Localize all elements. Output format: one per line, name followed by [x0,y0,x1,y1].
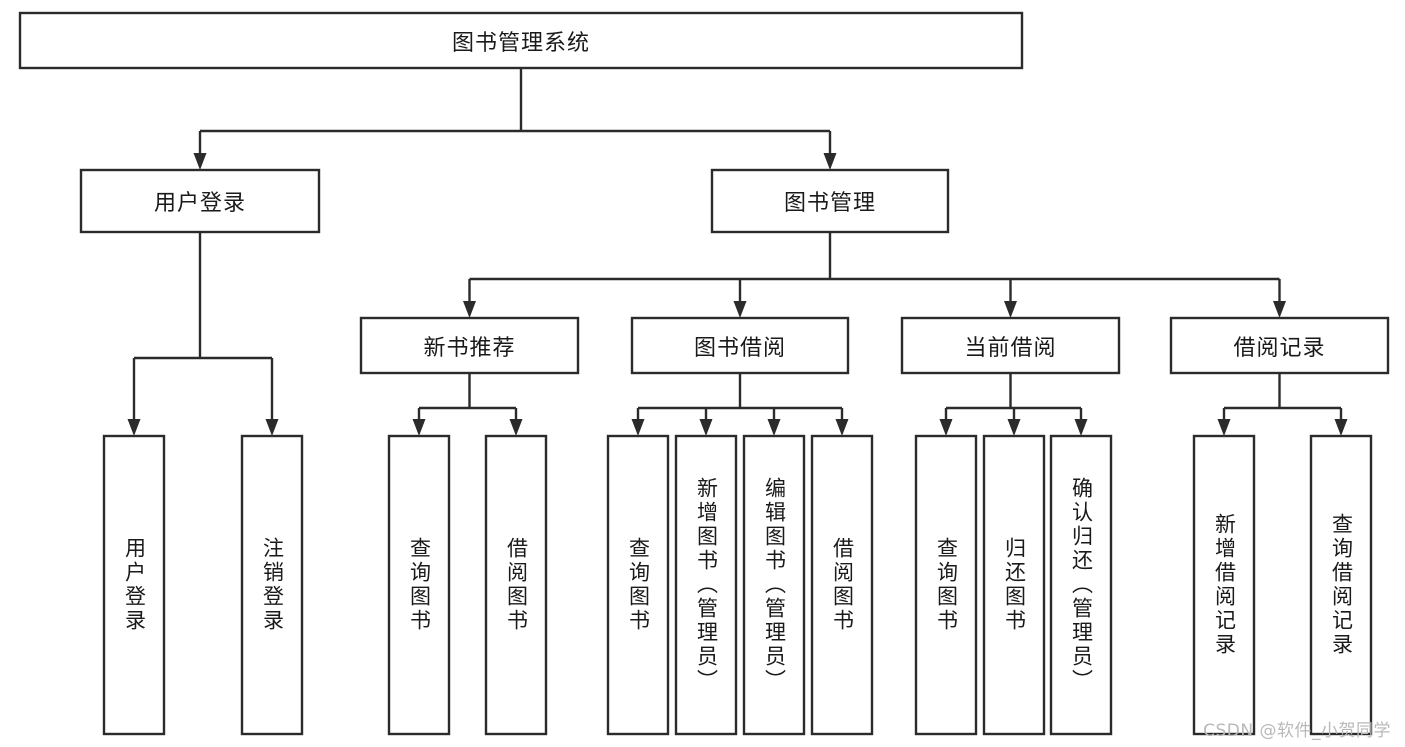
node-box-l2_0[interactable] [79,168,321,234]
node-box-leaf_10[interactable] [1049,434,1113,736]
node-box-l3_1[interactable] [630,316,850,375]
edge-arrow-head [509,419,523,436]
edge-arrow-head [1273,301,1286,318]
node-box-l3_3[interactable] [1169,316,1390,375]
node-box-l3_0[interactable] [359,316,580,375]
edges-layer [127,68,1348,436]
edge-arrow-head [1004,301,1017,318]
node-box-leaf_12[interactable] [1309,434,1373,736]
node-box-leaf_5[interactable] [674,434,738,736]
edge-arrow-head [1334,419,1348,436]
edge-arrow-head [193,153,207,170]
node-box-l2_1[interactable] [710,168,950,234]
node-box-leaf_2[interactable] [387,434,451,736]
node-box-leaf_0[interactable] [102,434,166,736]
edge-arrow-head [767,419,781,436]
edge-arrow-head [265,419,279,436]
edge-arrow-head [631,419,645,436]
edge-arrow-head [1074,419,1088,436]
node-box-leaf_9[interactable] [982,434,1046,736]
boxes-layer [18,11,1390,736]
edge-arrow-head [823,153,837,170]
edge-arrow-head [939,419,953,436]
edge-arrow-head [412,419,426,436]
node-box-leaf_6[interactable] [742,434,806,736]
edge-arrow-head [1007,419,1021,436]
node-box-leaf_11[interactable] [1192,434,1256,736]
node-box-leaf_8[interactable] [914,434,978,736]
node-box-leaf_7[interactable] [810,434,874,736]
node-box-leaf_4[interactable] [606,434,670,736]
node-box-l3_2[interactable] [900,316,1121,375]
edge-arrow-head [1217,419,1231,436]
node-box-root[interactable] [18,11,1024,70]
edge-arrow-head [463,301,476,318]
edge-arrow-head [835,419,849,436]
node-box-leaf_1[interactable] [240,434,304,736]
csdn-watermark: CSDN @软件_小贺同学 [1203,721,1391,741]
edge-arrow-head [699,419,713,436]
edge-arrow-head [733,301,747,318]
node-box-leaf_3[interactable] [484,434,548,736]
edge-arrow-head [127,419,141,436]
